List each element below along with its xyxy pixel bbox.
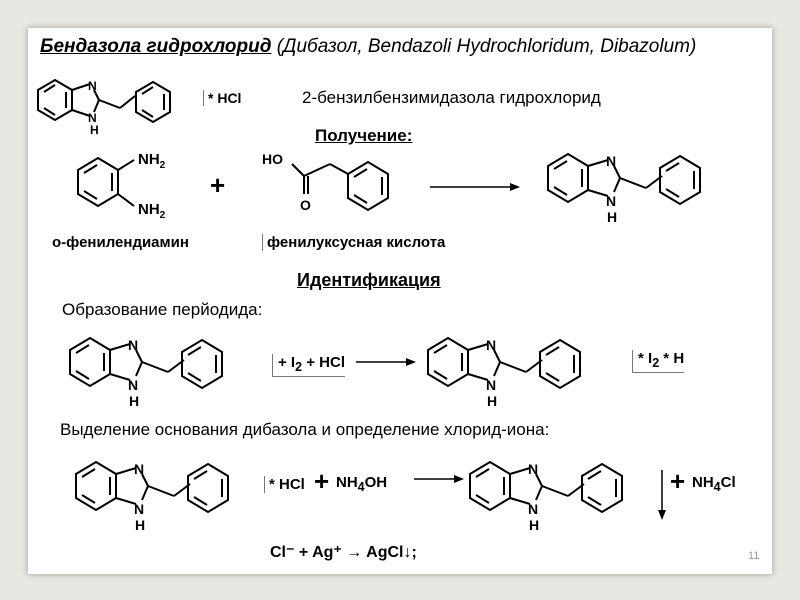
nh4oh-label: NH4OH bbox=[336, 474, 388, 494]
svg-text:N: N bbox=[134, 501, 144, 517]
periodide-product-structure: N N H bbox=[420, 334, 620, 414]
iupac-name: 2-бензилбензимидазола гидрохлорид bbox=[302, 88, 601, 107]
svg-text:O: O bbox=[300, 197, 311, 213]
periodide-arrow bbox=[356, 355, 416, 374]
reagent2-label: фенилуксусная кислота bbox=[262, 234, 445, 251]
svg-text:NH2: NH2 bbox=[138, 151, 166, 171]
precipitate-arrow bbox=[656, 470, 668, 525]
plus-sign-3: + bbox=[670, 466, 686, 496]
reagent1-label: о-фенилендиамин bbox=[52, 234, 189, 251]
svg-text:N: N bbox=[128, 377, 138, 393]
nh4cl-label: NH4Cl bbox=[692, 474, 736, 494]
plus-sign-2: + bbox=[314, 466, 330, 496]
synthesis-arrow bbox=[430, 180, 520, 199]
base-title: Выделение основания дибазола и определен… bbox=[60, 420, 550, 439]
svg-text:N: N bbox=[128, 337, 138, 353]
dibazol-reactant-structure: N N H bbox=[68, 458, 268, 538]
svg-text:N: N bbox=[606, 153, 616, 169]
svg-text:HO: HO bbox=[262, 151, 283, 167]
slide bbox=[28, 28, 772, 574]
svg-text:H: H bbox=[529, 517, 539, 533]
svg-text:N: N bbox=[606, 193, 616, 209]
plus-sign: + bbox=[210, 170, 226, 200]
atom-n: N bbox=[88, 79, 97, 93]
atom-h: H bbox=[90, 123, 99, 137]
svg-text:H: H bbox=[135, 517, 145, 533]
svg-text:N: N bbox=[528, 461, 538, 477]
svg-text:H: H bbox=[607, 209, 617, 225]
synthesis-heading: Получение: bbox=[315, 126, 413, 145]
svg-text:N: N bbox=[486, 337, 496, 353]
svg-text:NH2: NH2 bbox=[138, 201, 166, 221]
phenylacetic-acid-structure: HO O bbox=[258, 148, 418, 228]
dibazol-base-structure: N N H bbox=[462, 458, 662, 538]
atom-n: N bbox=[88, 111, 97, 125]
periodide-title: Образование перйодида: bbox=[62, 300, 263, 319]
title-sub: (Дибазол, Bendazoli Hydrochloridum, Diba… bbox=[276, 36, 697, 57]
title-main: Бендазола гидрохлорид bbox=[40, 36, 272, 57]
periodide-reagents: + I2 + HCl bbox=[272, 354, 345, 377]
identification-heading: Идентификация bbox=[297, 270, 441, 290]
benzylbenzimidazole-structure: N N H bbox=[35, 78, 195, 138]
svg-text:N: N bbox=[528, 501, 538, 517]
base-arrow bbox=[414, 472, 464, 491]
page-title: Бендазола гидрохлорид (Дибазол, Bendazol… bbox=[40, 36, 696, 58]
benzylbenzimidazole-product: N N H bbox=[540, 150, 740, 230]
svg-text:H: H bbox=[487, 393, 497, 409]
o-phenylenediamine-structure: NH2 NH2 bbox=[68, 148, 188, 228]
periodide-reactant-structure: N N H bbox=[62, 334, 262, 414]
periodide-product-label: * I2 * H bbox=[632, 350, 685, 373]
svg-text:H: H bbox=[129, 393, 139, 409]
hcl-label: * HCl bbox=[203, 90, 241, 106]
hcl-label-2: * HCl bbox=[264, 476, 305, 493]
svg-text:N: N bbox=[134, 461, 144, 477]
page-number: 11 bbox=[748, 550, 760, 562]
svg-text:N: N bbox=[486, 377, 496, 393]
silver-reaction: Cl⁻ + Ag⁺ → AgCl↓; bbox=[270, 544, 417, 561]
